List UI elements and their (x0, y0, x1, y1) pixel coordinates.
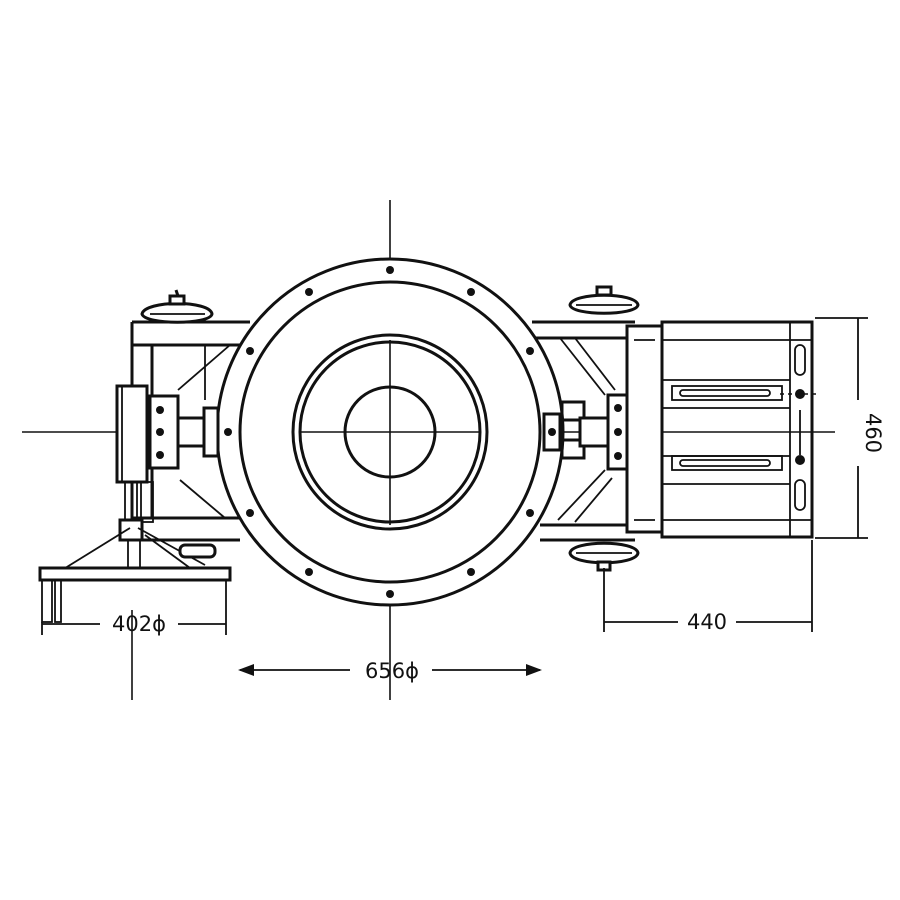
dimension-label-402: 402ϕ (112, 612, 166, 636)
dimension-656: 656ϕ (238, 659, 542, 683)
dimension-label-440: 440 (687, 610, 727, 634)
dimension-label-656: 656ϕ (365, 659, 419, 683)
right-truss-frame (532, 320, 635, 542)
dimension-460: 460 (815, 317, 885, 539)
left-top-knob (140, 289, 214, 324)
right-bottom-knob (568, 541, 640, 572)
right-counterweight-drum (660, 320, 820, 539)
right-top-knob (568, 285, 640, 315)
left-counterweight-stand (38, 481, 232, 623)
mirror-cell (202, 257, 565, 607)
dimension-402: 402ϕ (41, 612, 227, 636)
flange-bolt-holes (224, 266, 556, 598)
dimension-label-460: 460 (861, 413, 885, 453)
dimension-440: 440 (603, 540, 813, 634)
